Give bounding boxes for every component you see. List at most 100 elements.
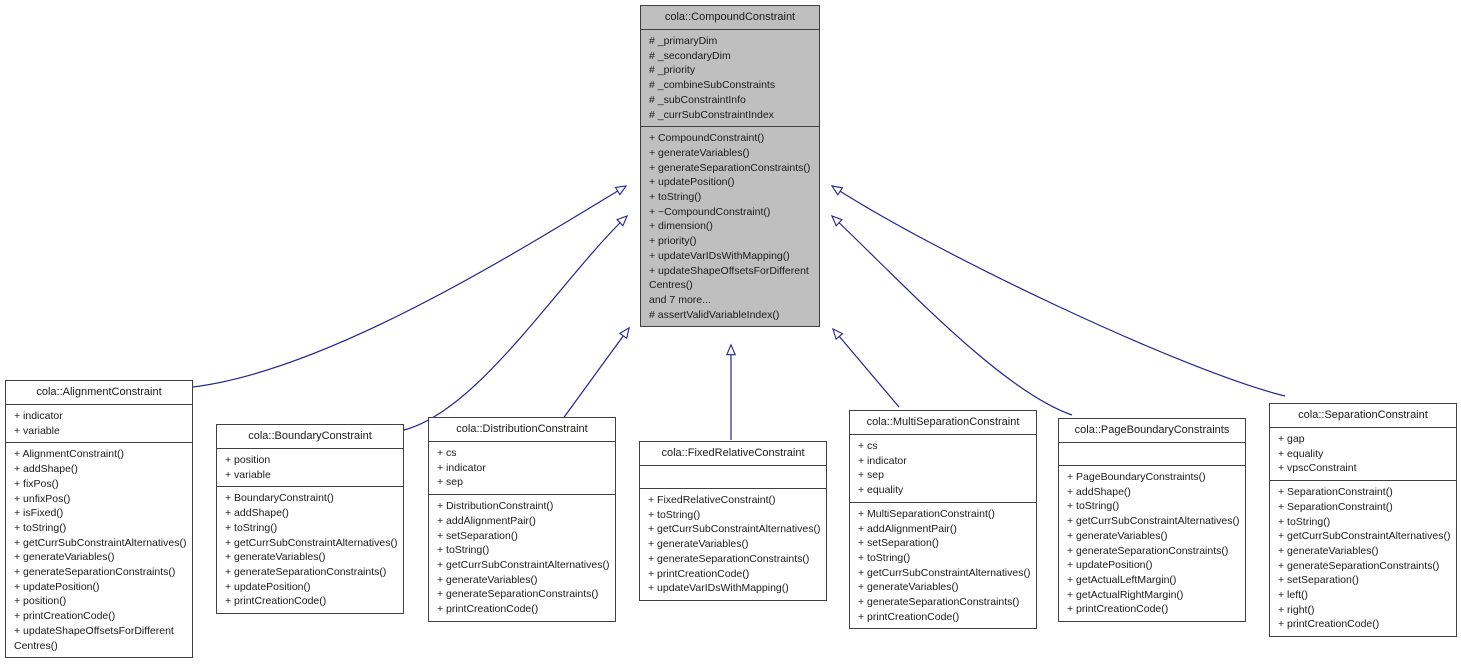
class-operations-multi-separation-constraint: + MultiSeparationConstraint() + addAlign… <box>850 503 1036 629</box>
attribute-row: # _subConstraintInfo <box>649 93 746 106</box>
operation-row: + updatePosition() <box>225 580 311 593</box>
class-operations-page-boundary-constraints: + PageBoundaryConstraints() + addShape()… <box>1059 466 1245 621</box>
class-title-page-boundary-constraints: cola::PageBoundaryConstraints <box>1059 419 1245 443</box>
operation-row: + addAlignmentPair() <box>858 522 957 535</box>
operation-row: + printCreationCode() <box>1067 603 1169 616</box>
attribute-row: # _currSubConstraintIndex <box>649 108 774 121</box>
operation-row: + generateVariables() <box>858 581 959 594</box>
class-box-distribution-constraint[interactable]: cola::DistributionConstraint + cs + indi… <box>428 417 616 622</box>
operation-row: + toString() <box>858 551 911 564</box>
operation-row: + toString() <box>649 191 702 204</box>
attribute-row: + vpscConstraint <box>1278 462 1357 475</box>
class-attributes-distribution-constraint: + cs + indicator + sep <box>429 442 615 496</box>
class-attributes-fixed-relative-constraint <box>640 466 826 489</box>
operation-row: + position() <box>14 595 67 608</box>
class-operations-compound-constraint: + CompoundConstraint() + generateVariabl… <box>641 127 819 326</box>
attribute-row: + equality <box>1278 447 1324 460</box>
operation-row: + generateSeparationConstraints() <box>858 596 1020 609</box>
class-attributes-separation-constraint: + gap + equality + vpscConstraint <box>1270 428 1456 482</box>
class-title-alignment-constraint: cola::AlignmentConstraint <box>6 381 192 405</box>
operation-row: + getCurrSubConstraintAlternatives() <box>225 536 398 549</box>
class-box-fixed-relative-constraint[interactable]: cola::FixedRelativeConstraint + FixedRel… <box>639 441 827 601</box>
operation-row: + toString() <box>1067 500 1120 513</box>
operation-row: + BoundaryConstraint() <box>225 492 334 505</box>
attribute-row: + equality <box>858 484 904 497</box>
operation-row: + getCurrSubConstraintAlternatives() <box>858 566 1031 579</box>
class-title-compound-constraint: cola::CompoundConstraint <box>641 6 819 30</box>
operation-row: + SeparationConstraint() <box>1278 500 1393 513</box>
operation-row: + toString() <box>1278 515 1331 528</box>
operation-row: + getCurrSubConstraintAlternatives() <box>14 536 187 549</box>
operation-row: + updatePosition() <box>1067 559 1153 572</box>
attribute-row: + indicator <box>14 410 63 422</box>
class-operations-boundary-constraint: + BoundaryConstraint() + addShape() + to… <box>217 487 403 613</box>
edge-pageboundary-to-compound <box>832 216 1073 416</box>
class-operations-alignment-constraint: + AlignmentConstraint() + addShape() + f… <box>6 443 192 657</box>
attribute-row: + gap <box>1278 433 1305 445</box>
class-box-multi-separation-constraint[interactable]: cola::MultiSeparationConstraint + cs + i… <box>849 410 1037 630</box>
operation-row: + generateVariables() <box>1067 529 1168 542</box>
operation-row: + generateSeparationConstraints() <box>437 588 599 601</box>
class-box-page-boundary-constraints[interactable]: cola::PageBoundaryConstraints + PageBoun… <box>1058 418 1246 623</box>
operation-row: + getCurrSubConstraintAlternatives() <box>1067 515 1240 528</box>
edge-multiseparation-to-compound <box>833 329 900 408</box>
attribute-row: + variable <box>225 468 271 481</box>
attribute-row: + sep <box>437 476 463 489</box>
operation-row: + generateVariables() <box>437 573 538 586</box>
operation-row: + generateSeparationConstraints() <box>648 552 810 565</box>
class-operations-separation-constraint: + SeparationConstraint() + SeparationCon… <box>1270 481 1456 636</box>
attribute-row: + sep <box>858 469 884 482</box>
class-title-multi-separation-constraint: cola::MultiSeparationConstraint <box>850 411 1036 435</box>
class-operations-fixed-relative-constraint: + FixedRelativeConstraint() + toString()… <box>640 489 826 600</box>
operation-row: + addAlignmentPair() <box>437 514 536 527</box>
operation-row: + isFixed() <box>14 507 64 520</box>
operation-row: + FixedRelativeConstraint() <box>648 494 776 506</box>
class-attributes-page-boundary-constraints <box>1059 443 1245 466</box>
attribute-row: # _priority <box>649 64 696 77</box>
operation-row: + setSeparation() <box>858 537 939 550</box>
operation-row: + addShape() <box>225 507 289 520</box>
class-attributes-compound-constraint: # _primaryDim # _secondaryDim # _priorit… <box>641 30 819 128</box>
operation-row: + printCreationCode() <box>14 610 116 623</box>
operation-row: + fixPos() <box>14 477 59 490</box>
operation-row: + generateSeparationConstraints() <box>1067 544 1229 557</box>
attribute-row: + position <box>225 454 271 466</box>
class-box-boundary-constraint[interactable]: cola::BoundaryConstraint + position + va… <box>216 424 404 615</box>
attribute-row: # _primaryDim <box>649 35 718 47</box>
operation-row: + CompoundConstraint() <box>649 132 765 145</box>
operation-row: + generateSeparationConstraints() <box>649 161 811 174</box>
operation-row: + updateVarIDsWithMapping() <box>648 582 789 595</box>
operation-row: + toString() <box>225 521 278 534</box>
operation-row: + setSeparation() <box>1278 574 1359 587</box>
operation-row: + printCreationCode() <box>225 595 327 608</box>
operation-row: + generateVariables() <box>649 146 750 159</box>
class-box-separation-constraint[interactable]: cola::SeparationConstraint + gap + equal… <box>1269 403 1457 638</box>
edge-distribution-to-compound <box>561 328 629 421</box>
attribute-row: + variable <box>14 424 60 437</box>
operation-row: # assertValidVariableIndex() <box>649 308 780 321</box>
operation-row: + DistributionConstraint() <box>437 500 554 513</box>
operation-row: + toString() <box>648 508 701 521</box>
operation-row: + getCurrSubConstraintAlternatives() <box>1278 530 1451 543</box>
operation-row: + updateShapeOffsetsForDifferent Centres… <box>649 264 809 292</box>
operation-row: + generateSeparationConstraints() <box>14 566 176 579</box>
operation-row: + toString() <box>437 544 490 557</box>
class-title-distribution-constraint: cola::DistributionConstraint <box>429 418 615 442</box>
class-operations-distribution-constraint: + DistributionConstraint() + addAlignmen… <box>429 495 615 621</box>
class-box-compound-constraint[interactable]: cola::CompoundConstraint # _primaryDim #… <box>640 5 820 328</box>
operation-row: + printCreationCode() <box>858 610 960 623</box>
operation-row: + printCreationCode() <box>1278 618 1380 631</box>
operation-row: + right() <box>1278 603 1315 616</box>
operation-row: + setSeparation() <box>437 529 518 542</box>
operation-row: + addShape() <box>14 463 78 476</box>
operation-row: + getCurrSubConstraintAlternatives() <box>437 558 610 571</box>
operation-row: + priority() <box>649 235 697 248</box>
operation-row: + left() <box>1278 589 1309 602</box>
operation-row: + PageBoundaryConstraints() <box>1067 471 1206 483</box>
class-attributes-multi-separation-constraint: + cs + indicator + sep + equality <box>850 435 1036 503</box>
class-title-separation-constraint: cola::SeparationConstraint <box>1270 404 1456 428</box>
edge-alignment-to-compound <box>192 186 626 388</box>
class-attributes-boundary-constraint: + position + variable <box>217 449 403 488</box>
class-box-alignment-constraint[interactable]: cola::AlignmentConstraint + indicator + … <box>5 380 193 659</box>
operation-row: + getCurrSubConstraintAlternatives() <box>648 523 821 536</box>
